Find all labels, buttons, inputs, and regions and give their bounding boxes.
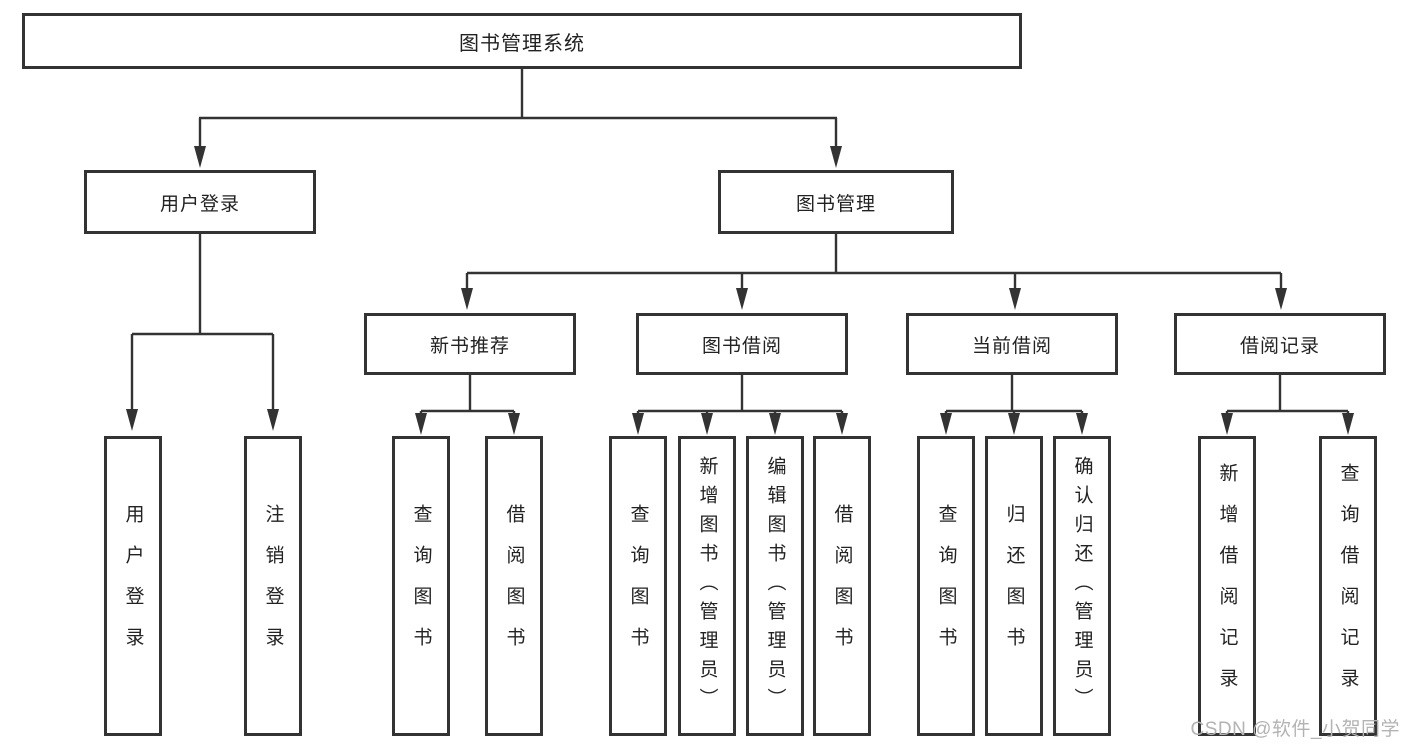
- node-book-management: 图书管理: [718, 170, 954, 234]
- leaf-query-book-1: 查询图书: [392, 436, 450, 736]
- leaf-add-book-admin: 新增图书（管理员）: [678, 436, 736, 736]
- leaf-label: 归还图书: [1003, 504, 1025, 668]
- leaf-query-book-2: 查询图书: [609, 436, 667, 736]
- leaf-label: 注销登录: [262, 504, 284, 668]
- node-label: 新书推荐: [429, 335, 510, 357]
- leaf-user-login: 用户登录: [104, 436, 162, 736]
- leaf-borrow-book-2: 借阅图书: [813, 436, 871, 736]
- leaf-return-book: 归还图书: [985, 436, 1043, 736]
- leaf-label: 借阅图书: [503, 504, 525, 668]
- leaf-label: 新增图书（管理员）: [696, 455, 718, 717]
- leaf-label: 查询图书: [935, 504, 957, 668]
- leaf-label: 编辑图书（管理员）: [764, 455, 786, 717]
- node-book-borrow: 图书借阅: [636, 313, 848, 375]
- node-label: 图书借阅: [701, 335, 782, 357]
- arrowheads: [126, 118, 1354, 435]
- node-borrow-records: 借阅记录: [1174, 313, 1386, 375]
- leaf-label: 查询图书: [627, 504, 649, 668]
- leaf-label: 确认归还（管理员）: [1071, 455, 1093, 717]
- node-label: 图书管理: [795, 193, 876, 215]
- node-library-system: 图书管理系统: [22, 13, 1022, 69]
- leaf-add-borrow-record: 新增借阅记录: [1198, 436, 1256, 736]
- node-label: 当前借阅: [971, 335, 1052, 357]
- leaf-label: 新增借阅记录: [1216, 463, 1238, 709]
- node-user-login: 用户登录: [84, 170, 316, 234]
- leaf-label: 查询借阅记录: [1337, 463, 1359, 709]
- node-current-borrow: 当前借阅: [906, 313, 1118, 375]
- leaf-label: 借阅图书: [831, 504, 853, 668]
- leaf-query-book-3: 查询图书: [917, 436, 975, 736]
- node-label: 用户登录: [159, 193, 240, 215]
- leaf-logout: 注销登录: [244, 436, 302, 736]
- leaf-confirm-return-admin: 确认归还（管理员）: [1053, 436, 1111, 736]
- leaf-label: 用户登录: [122, 504, 144, 668]
- node-label: 图书管理系统: [459, 32, 585, 55]
- node-new-book-recommend: 新书推荐: [364, 313, 576, 375]
- node-label: 借阅记录: [1239, 335, 1320, 357]
- leaf-query-borrow-record: 查询借阅记录: [1319, 436, 1377, 736]
- leaf-label: 查询图书: [410, 504, 432, 668]
- leaf-edit-book-admin: 编辑图书（管理员）: [746, 436, 804, 736]
- leaf-borrow-book-1: 借阅图书: [485, 436, 543, 736]
